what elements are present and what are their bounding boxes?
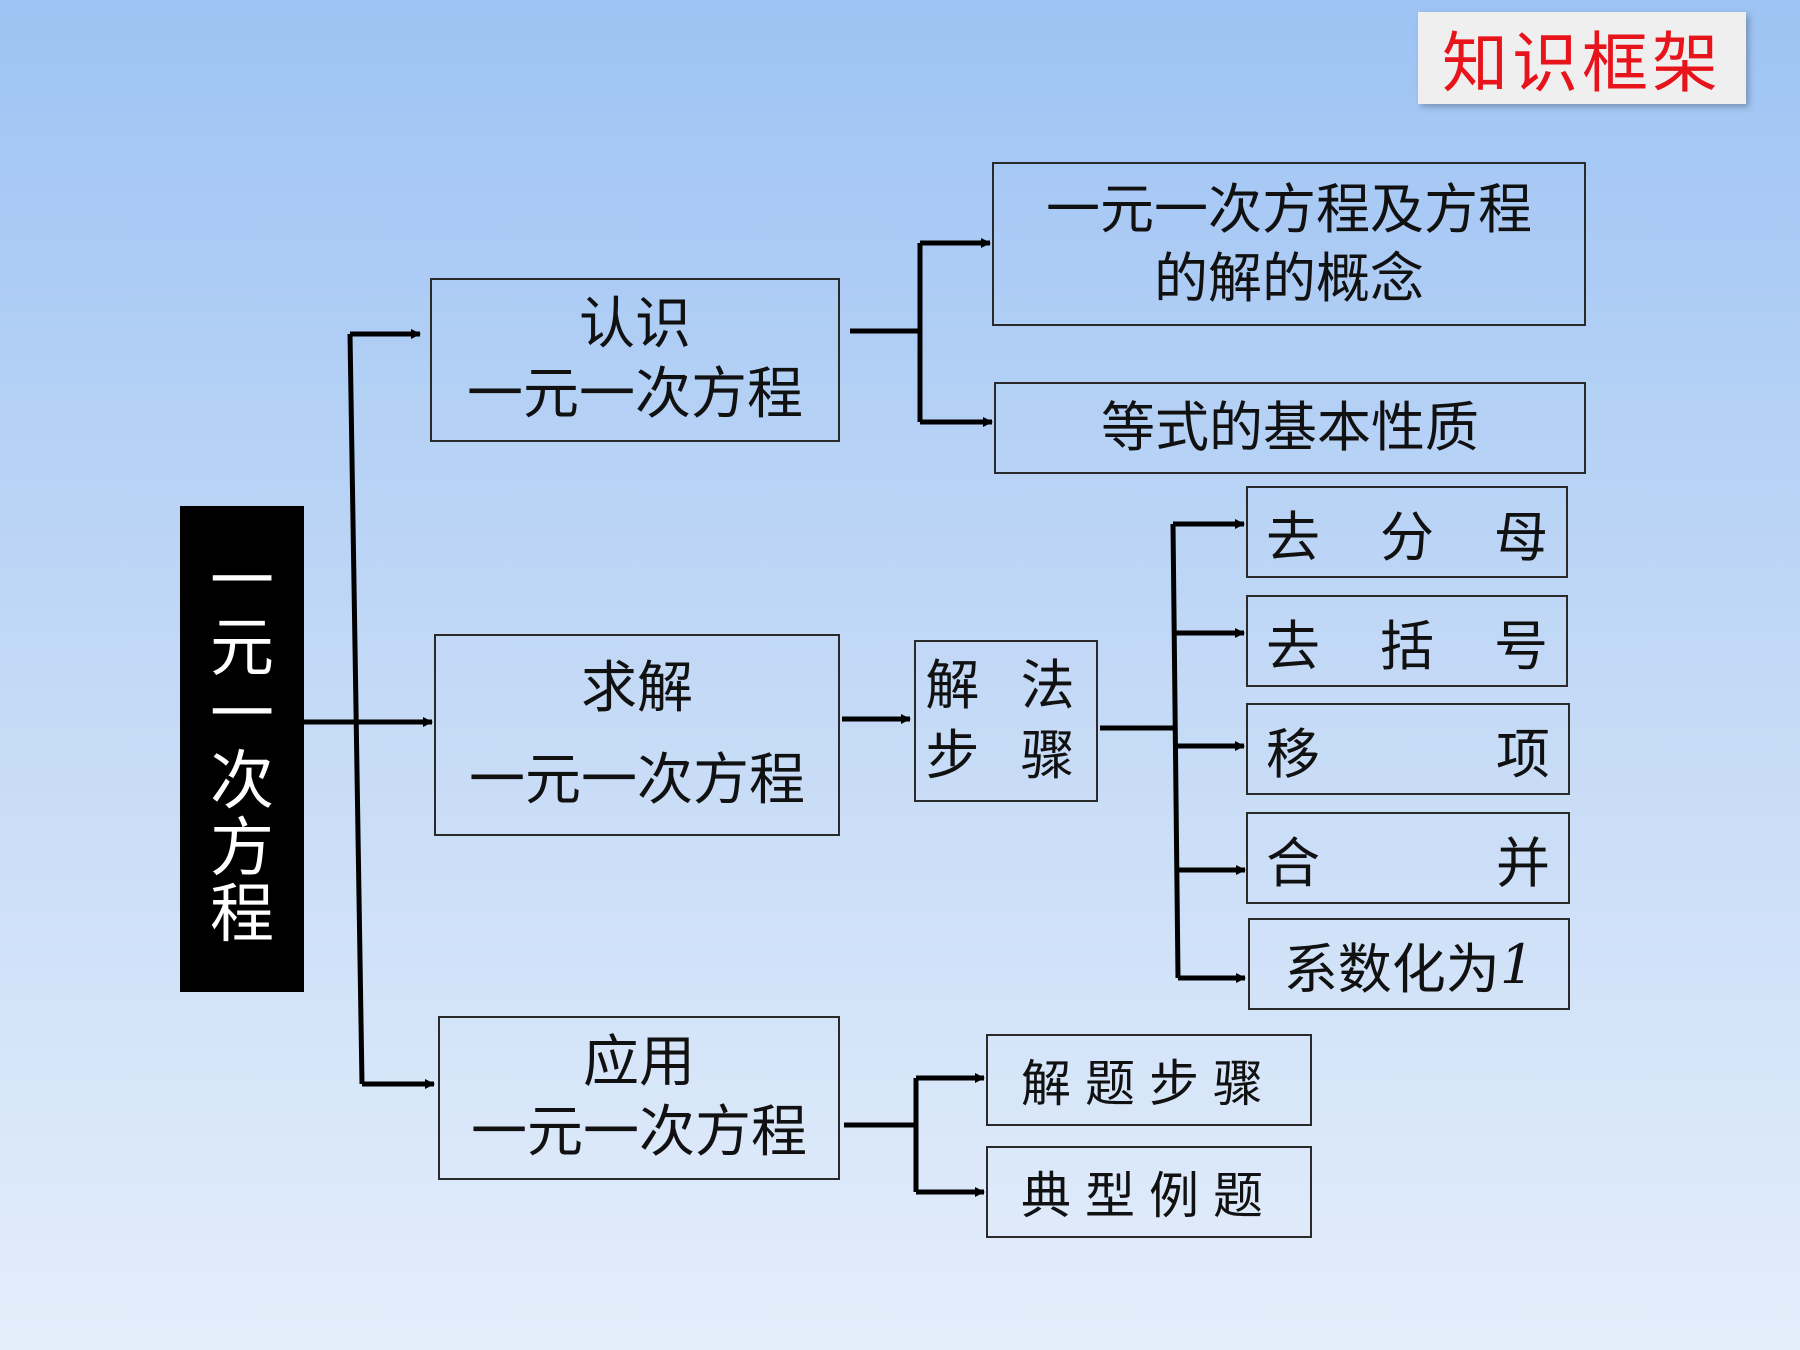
definition-line-2: 的解的概念 — [1154, 247, 1424, 310]
step-char: 项 — [1496, 722, 1550, 786]
knowledge-framework-badge: 知识框架 — [1418, 12, 1746, 104]
step-coefficient-text: 系数化为 — [1283, 937, 1500, 1001]
root-char: 元 — [210, 611, 274, 686]
root-node: 一 元 一 次 方 程 — [180, 506, 304, 992]
properties-label: 等式的基本性质 — [1101, 396, 1479, 460]
step-coefficient-number: 1 — [1499, 932, 1535, 996]
root-char: 方 — [210, 811, 274, 886]
examples-node: 典型例题 — [986, 1146, 1312, 1238]
solve-line-2: 一元一次方程 — [469, 748, 805, 813]
step-remove-brackets: 去 括 号 — [1246, 595, 1568, 687]
step-combine: 合 并 — [1246, 812, 1570, 904]
step-char: 号 — [1494, 614, 1548, 678]
step-char: 分 — [1380, 505, 1434, 569]
definition-node: 一元一次方程及方程 的解的概念 — [992, 162, 1586, 326]
root-char: 次 — [210, 745, 274, 819]
steps-fork — [1170, 523, 1181, 979]
recognize-node: 认识 一元一次方程 — [430, 278, 840, 442]
method-node: 解 法 步 骤 — [914, 640, 1098, 802]
step-transpose: 移 项 — [1246, 703, 1570, 795]
apply-line-1: 应用 — [583, 1030, 695, 1095]
solve-node: 求解 一元一次方程 — [434, 634, 840, 836]
root-char: 一 — [210, 678, 274, 753]
step-char: 并 — [1496, 831, 1550, 895]
step-char: 合 — [1266, 831, 1320, 895]
step-char: 去 — [1266, 614, 1320, 678]
solve-line-1: 求解 — [581, 655, 693, 721]
app-steps-label: 解题步骤 — [1021, 1055, 1277, 1113]
step-char: 括 — [1380, 614, 1434, 678]
trunk-line — [347, 333, 365, 1085]
step-char: 移 — [1266, 722, 1320, 786]
properties-node: 等式的基本性质 — [994, 382, 1586, 474]
apply-line-2: 一元一次方程 — [471, 1100, 807, 1165]
recognize-line-2: 一元一次方程 — [467, 362, 803, 427]
apply-node: 应用 一元一次方程 — [438, 1016, 840, 1180]
step-char: 母 — [1494, 505, 1548, 569]
step-char: 去 — [1266, 505, 1320, 569]
definition-line-1: 一元一次方程及方程 — [1046, 177, 1532, 241]
examples-label: 典型例题 — [1021, 1167, 1277, 1225]
root-char: 程 — [210, 878, 274, 953]
app-steps-node: 解题步骤 — [986, 1034, 1312, 1126]
recognize-line-1: 认识 — [579, 292, 691, 357]
step-remove-denominator: 去 分 母 — [1246, 486, 1568, 578]
method-line-2: 步 骤 — [925, 724, 1087, 787]
method-line-1: 解 法 — [925, 653, 1087, 717]
root-char: 一 — [210, 545, 274, 620]
